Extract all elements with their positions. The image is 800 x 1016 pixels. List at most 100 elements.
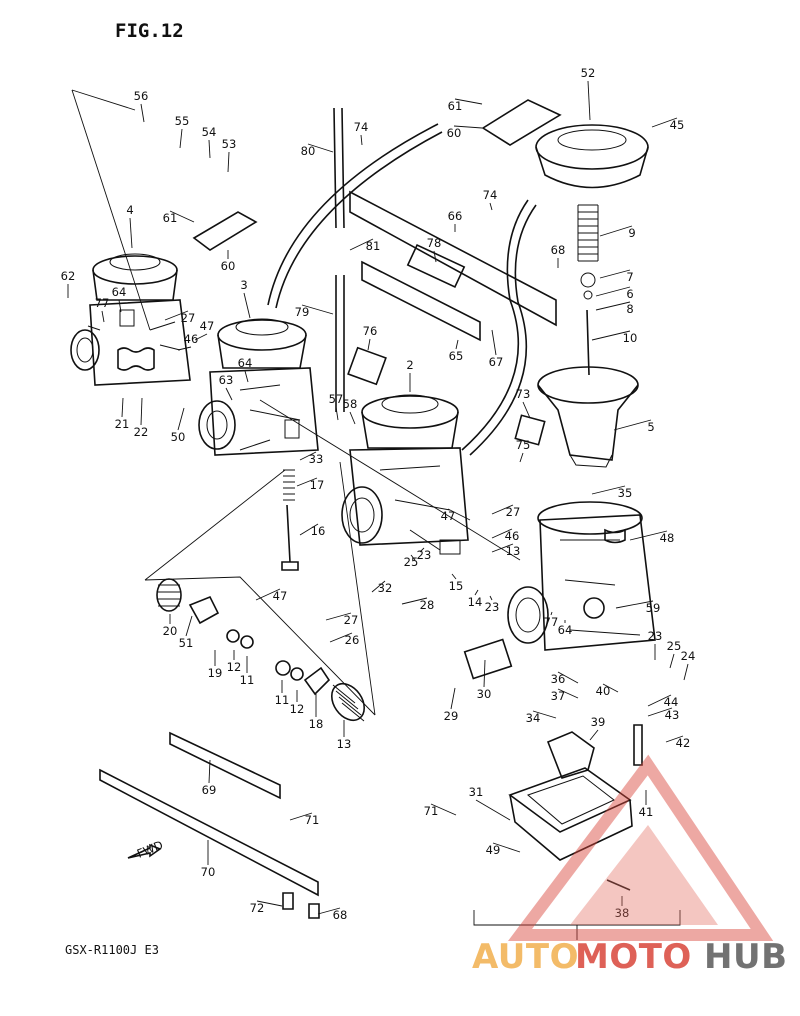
part-label-22: 22 xyxy=(134,425,149,439)
part-label-77: 77 xyxy=(95,296,110,310)
needle-valve-42 xyxy=(633,724,643,766)
part-label-28: 28 xyxy=(420,598,435,612)
leader-line-13 xyxy=(491,543,514,553)
leader-line-15 xyxy=(451,573,457,580)
leader-line-56 xyxy=(140,103,145,123)
leader-line-63 xyxy=(225,387,233,401)
part-label-79: 79 xyxy=(295,305,310,319)
part-label-48: 48 xyxy=(660,531,675,545)
part-label-60: 60 xyxy=(221,259,236,273)
leader-line-64 xyxy=(118,299,122,313)
leader-line-30 xyxy=(483,659,486,688)
leader-line-54 xyxy=(208,139,211,159)
part-label-11: 11 xyxy=(240,673,255,687)
throttle-shaft xyxy=(259,399,521,561)
carburetor-1 xyxy=(507,501,656,651)
part-label-13: 13 xyxy=(506,544,521,558)
fuel-pipe-65 xyxy=(361,260,481,342)
leader-line-23 xyxy=(489,595,493,601)
part-label-16: 16 xyxy=(311,524,326,538)
leader-line-24 xyxy=(683,663,689,681)
lever-51 xyxy=(188,595,220,625)
part-label-59: 59 xyxy=(646,601,661,615)
leader-line-46 xyxy=(177,346,192,351)
chamber-cover-52 xyxy=(535,124,649,189)
part-label-12: 12 xyxy=(227,660,242,674)
cap-73 xyxy=(514,414,546,446)
part-label-60: 60 xyxy=(447,126,462,140)
part-label-65: 65 xyxy=(449,349,464,363)
part-label-13: 13 xyxy=(337,737,352,751)
part-label-52: 52 xyxy=(581,66,596,80)
part-label-40: 40 xyxy=(596,684,611,698)
screw-72 xyxy=(282,892,294,910)
part-label-27: 27 xyxy=(506,505,521,519)
part-label-2: 2 xyxy=(406,358,413,372)
part-label-12: 12 xyxy=(290,702,305,716)
leader-line-60 xyxy=(453,125,483,129)
part-label-46: 46 xyxy=(505,529,520,543)
leader-line-23 xyxy=(419,547,425,553)
part-label-55: 55 xyxy=(175,114,190,128)
part-label-72: 72 xyxy=(250,901,265,915)
part-label-74: 74 xyxy=(483,188,498,202)
part-label-47: 47 xyxy=(200,319,215,333)
leader-line-69 xyxy=(208,759,211,784)
leader-line-47 xyxy=(447,508,471,521)
bracket-18 xyxy=(303,666,331,696)
leader-line-59 xyxy=(615,600,654,609)
part-label-39: 39 xyxy=(591,715,606,729)
leader-line-61 xyxy=(169,210,195,223)
part-label-74: 74 xyxy=(354,120,369,134)
part-label-25: 25 xyxy=(404,555,419,569)
leader-line-7 xyxy=(599,269,631,279)
part-label-41: 41 xyxy=(639,805,654,819)
vent-hose-80 xyxy=(333,107,345,229)
part-label-23: 23 xyxy=(417,548,432,562)
leader-line-71 xyxy=(430,803,457,816)
leader-line-71 xyxy=(289,812,313,821)
leader-line-39 xyxy=(589,729,599,741)
bracket-69 xyxy=(169,731,281,800)
part-label-30: 30 xyxy=(477,687,492,701)
leader-line-65 xyxy=(455,339,459,350)
part-label-64: 64 xyxy=(238,356,253,370)
leader-line-75 xyxy=(519,452,524,463)
leader-line-77 xyxy=(550,611,553,616)
leader-line-17 xyxy=(296,477,318,487)
part-label-76: 76 xyxy=(363,324,378,338)
vent-hose-74-right xyxy=(461,199,537,456)
part-label-68: 68 xyxy=(333,908,348,922)
nut-11 xyxy=(240,635,254,649)
part-label-61: 61 xyxy=(163,211,178,225)
part-label-68: 68 xyxy=(551,243,566,257)
leader-line-72 xyxy=(256,900,283,907)
part-label-53: 53 xyxy=(222,137,237,151)
leader-line-5 xyxy=(613,419,652,431)
leader-line-47 xyxy=(255,588,281,601)
part-label-56: 56 xyxy=(134,89,149,103)
part-label-54: 54 xyxy=(202,125,217,139)
part-label-73: 73 xyxy=(516,387,531,401)
part-label-42: 42 xyxy=(676,736,691,750)
part-label-23: 23 xyxy=(648,629,663,643)
part-label-18: 18 xyxy=(309,717,324,731)
part-leader-lines xyxy=(67,80,689,915)
leader-line-80 xyxy=(307,143,334,153)
part-label-6: 6 xyxy=(626,287,633,301)
leader-line-49 xyxy=(492,842,521,853)
carburetor-2 xyxy=(341,394,469,555)
leader-line-43 xyxy=(647,707,673,717)
leader-line-25 xyxy=(669,653,675,669)
part-label-27: 27 xyxy=(181,311,196,325)
vent-hose-74-left xyxy=(267,123,443,309)
float-bowl-31 xyxy=(508,767,633,861)
leader-line-8 xyxy=(595,301,631,311)
leader-line-61 xyxy=(454,98,483,105)
spring-20 xyxy=(156,578,182,612)
leader-line-27 xyxy=(325,612,352,621)
part-label-49: 49 xyxy=(486,843,501,857)
part-label-21: 21 xyxy=(115,417,130,431)
washer-12b xyxy=(290,667,304,681)
